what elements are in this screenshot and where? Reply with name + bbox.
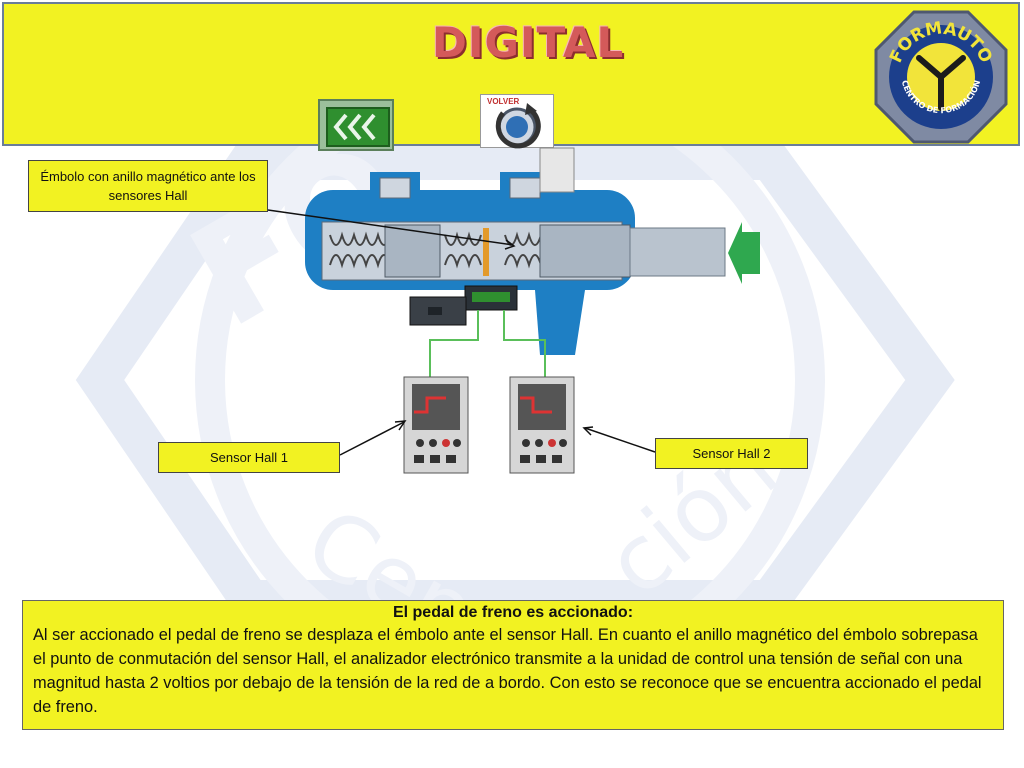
push-direction-arrow xyxy=(728,222,760,284)
volver-button-label: VOLVER xyxy=(487,97,520,106)
header-bar: DIGITAL VOLVER FORMAUTO CENTRO D xyxy=(2,2,1020,151)
hall-sensor-module xyxy=(409,285,518,326)
label-leaders xyxy=(267,209,656,456)
oscilloscope-sensor-2 xyxy=(509,376,575,474)
sensor-wires xyxy=(429,310,546,380)
info-text: Al ser accionado el pedal de freno se de… xyxy=(33,626,982,716)
info-title: El pedal de freno es accionado: xyxy=(392,604,634,621)
piston-label: Émbolo con anillo magnético ante los sen… xyxy=(28,160,268,212)
page-title: DIGITAL xyxy=(432,18,625,67)
volver-button[interactable]: VOLVER xyxy=(480,94,554,149)
formauto-logo: FORMAUTO CENTRO DE FORMACIÓN xyxy=(874,10,1008,144)
pistons xyxy=(384,224,726,278)
sensor-hall-1-label: Sensor Hall 1 xyxy=(158,442,340,473)
triple-left-chevron-icon xyxy=(333,113,376,141)
back-button[interactable] xyxy=(318,99,394,151)
info-panel: El pedal de freno es accionado: Al ser a… xyxy=(22,600,1004,730)
oscilloscope-sensor-1 xyxy=(403,376,469,474)
magnetic-ring xyxy=(483,228,489,276)
sensor-hall-2-label: Sensor Hall 2 xyxy=(655,438,808,469)
return-arrow-icon xyxy=(495,103,541,149)
